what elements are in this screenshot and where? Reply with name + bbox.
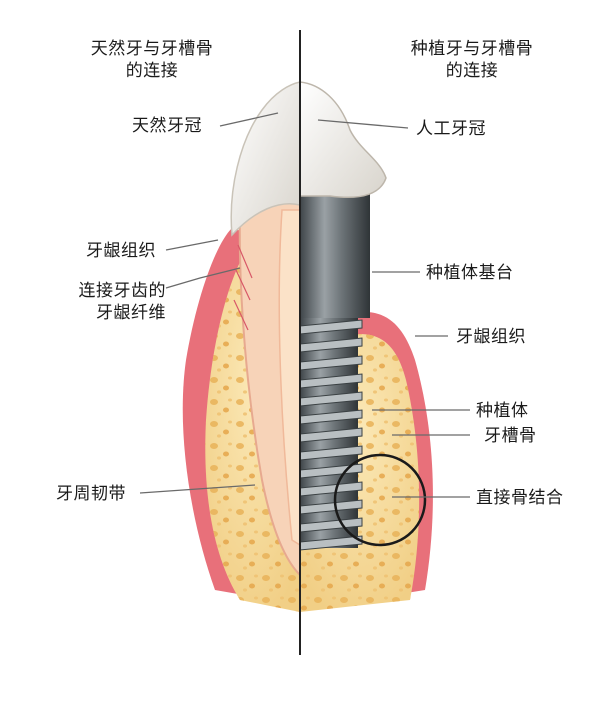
leader-lines-right (317, 119, 470, 498)
natural-tooth-half (182, 81, 301, 612)
heading-left-line1: 天然牙与牙槽骨 (90, 39, 214, 59)
heading-right-line2: 的连接 (445, 61, 499, 81)
leader-lines-left (139, 112, 279, 494)
label-periodontal-ligament: 牙周韧带 (56, 484, 126, 504)
heading-left: 天然牙与牙槽骨 的连接 (72, 38, 232, 82)
pulp-canal (278, 209, 301, 547)
natural-crown (230, 81, 301, 237)
osseointegration-zoom (333, 453, 427, 547)
label-gingival-fibers-line1: 连接牙齿的 (78, 281, 166, 301)
heading-right: 种植牙与牙槽骨 的连接 (392, 38, 552, 82)
label-artificial-crown: 人工牙冠 (416, 119, 486, 139)
label-implant: 种植体 (476, 401, 529, 421)
implant-abutment (300, 188, 370, 318)
label-gingival-fibers: 连接牙齿的 牙龈纤维 (62, 280, 166, 324)
label-alveolar-bone: 牙槽骨 (484, 426, 537, 446)
artificial-crown (299, 81, 387, 199)
label-gingiva-right: 牙龈组织 (456, 327, 526, 347)
label-gingival-fibers-line2: 牙龈纤维 (96, 303, 166, 323)
label-natural-crown: 天然牙冠 (132, 116, 202, 136)
heading-right-line1: 种植牙与牙槽骨 (410, 39, 534, 59)
implant-half (299, 81, 433, 612)
implant-body (299, 318, 363, 551)
label-gingiva-left: 牙龈组织 (86, 241, 156, 261)
label-abutment: 种植体基台 (426, 263, 514, 283)
gingival-fibers (233, 244, 253, 331)
label-osseointegration: 直接骨结合 (476, 488, 564, 508)
heading-left-line2: 的连接 (125, 61, 179, 81)
